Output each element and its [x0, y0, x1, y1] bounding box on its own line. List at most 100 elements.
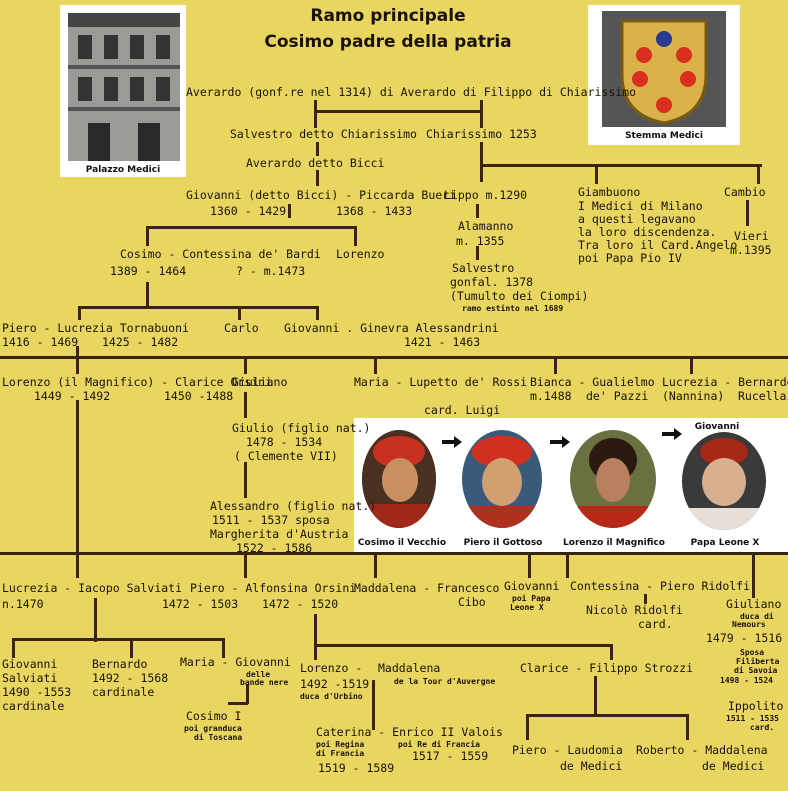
node-piero-alfonsina: Piero - Alfonsina Orsini: [190, 582, 356, 595]
node-filiberta-dates: 1498 - 1524: [720, 676, 773, 685]
edge: [595, 164, 598, 184]
edge: [12, 638, 224, 641]
edge: [752, 552, 755, 598]
node-lorenzo-old: Lorenzo: [336, 248, 384, 261]
node-giambuono: Giambuono: [578, 186, 640, 199]
node-giuliano2: Giuliano: [726, 598, 781, 611]
node-giulio-dates: 1478 - 1534: [246, 436, 322, 449]
node-giovanni-bicci: Giovanni (detto Bicci) - Piccarda Bueri: [186, 189, 456, 202]
portrait-cosimo-il-vecchio: [362, 430, 436, 528]
edge: [316, 170, 319, 186]
node-nannina: (Nannina): [662, 390, 724, 403]
node-bianca-dates: m.1488: [530, 390, 572, 403]
portrait-caption-leone: Papa Leone X: [680, 538, 770, 548]
node-giulio: Giulio (figlio nat.): [232, 422, 370, 435]
node-poi-papa: poi Papa: [512, 594, 551, 603]
node-nemours: Nemours: [732, 620, 766, 629]
title-line-1: Ramo principale: [218, 6, 558, 26]
portrait-lorenzo-il-magnifico: [570, 430, 656, 528]
node-alamanno-dates: m. 1355: [456, 235, 504, 248]
node-leone-x: Leone X: [510, 603, 544, 612]
edge: [0, 552, 788, 555]
node-cardinale: cardinale: [92, 686, 154, 699]
node-lucrezia-dates: 1425 - 1482: [102, 336, 178, 349]
edge: [526, 714, 529, 740]
edge: [314, 110, 483, 113]
node-lucrezia-dates2: n.1470: [2, 598, 44, 611]
stemma-medici-image: Stemma Medici: [588, 5, 740, 145]
node-nicolo-card: card.: [638, 618, 673, 631]
palazzo-drawing: [60, 5, 186, 177]
node-salvestro2-note: gonfal. 1378: [450, 276, 533, 289]
node-salviati: Salviati: [2, 672, 57, 685]
node-maddalena-tour: Maddalena: [378, 662, 440, 675]
node-piero-laudomia: Piero - Laudomia: [512, 744, 623, 757]
edge: [690, 356, 693, 374]
node-caterina-dates: 1519 - 1589: [318, 762, 394, 775]
portraits-panel: Giovanni Cosimo il Vecchio Piero il Gott…: [354, 418, 788, 554]
edge: [244, 462, 247, 498]
edge: [0, 356, 788, 359]
edge: [526, 714, 688, 717]
node-poi-regina: poi Regina: [316, 740, 364, 749]
node-piero-dates: 1416 - 1469: [2, 336, 78, 349]
node-salvestro2: Salvestro: [452, 262, 514, 275]
node-salvestro: Salvestro detto Chiarissimo: [230, 128, 417, 141]
portrait-caption-cosimo: Cosimo il Vecchio: [354, 538, 450, 548]
edge: [480, 164, 762, 167]
node-lorenzo-dates: 1449 - 1492: [34, 390, 110, 403]
edge: [244, 356, 247, 374]
node-chiarissimo: Chiarissimo 1253: [426, 128, 537, 141]
edge: [374, 356, 377, 374]
edge: [12, 638, 15, 658]
node-alessandro: Alessandro (figlio nat.): [210, 500, 376, 513]
node-piccarda-dates: 1368 - 1433: [336, 205, 412, 218]
node-alfonsina-dates: 1472 - 1520: [262, 598, 338, 611]
edge: [554, 356, 557, 374]
edge: [146, 226, 356, 229]
node-ippolito: Ippolito: [728, 700, 783, 713]
node-maria-lupetto: Maria - Lupetto de' Rossi: [354, 376, 527, 389]
node-piero-alfonsina-dates: 1472 - 1503: [162, 598, 238, 611]
edge: [528, 552, 531, 578]
edge: [76, 400, 79, 554]
node-alamanno: Alamanno: [458, 220, 513, 233]
edge: [314, 614, 317, 646]
node-giovanni-ginevra: Giovanni . Ginevra Alessandrini: [284, 322, 499, 335]
edge: [246, 684, 249, 704]
edge: [354, 226, 357, 246]
node-maria-giovanni: Maria - Giovanni: [180, 656, 291, 669]
edge: [686, 714, 689, 740]
node-giovanni-salviati: Giovanni: [2, 658, 57, 671]
edge: [314, 644, 317, 660]
edge: [94, 598, 97, 642]
node-rucellai: Rucellai: [738, 390, 788, 403]
node-salviati-dates: 1490 -1553: [2, 686, 71, 699]
node-clemente: ( Clemente VII): [234, 450, 338, 463]
edge: [314, 644, 612, 647]
node-cosimo-dates: 1389 - 1464: [110, 265, 186, 278]
node-lucrezia-iacopo: Lucrezia - Iacopo Salviati: [2, 582, 182, 595]
node-roberto-maddalena: Roberto - Maddalena: [636, 744, 768, 757]
portrait-caption-giovanni: Giovanni: [672, 422, 762, 432]
node-giovanni-ginevra-dates: 1421 - 1463: [404, 336, 480, 349]
node-filiberta: Filiberta: [736, 657, 779, 666]
node-toscana: di Toscana: [194, 733, 242, 742]
node-giovanni-leone: Giovanni: [504, 580, 559, 593]
node-giovanni-bicci-dates: 1360 - 1429: [210, 205, 286, 218]
node-vieri-dates: m.1395: [730, 244, 772, 257]
edge: [480, 142, 483, 182]
node-poi-re: poi Re di Francia: [398, 740, 480, 749]
edge: [314, 100, 317, 128]
coat-of-arms-icon: [588, 5, 740, 145]
node-de-medici: de Medici: [560, 760, 622, 773]
edge: [374, 552, 377, 578]
title-line-2: Cosimo padre della patria: [218, 32, 558, 52]
node-ippolito-card: card.: [750, 723, 774, 732]
edge: [78, 306, 81, 320]
node-ramo-estinto: ramo estinto nel 1689: [462, 304, 563, 313]
node-cosimo: Cosimo - Contessina de' Bardi: [120, 248, 321, 261]
edge: [476, 246, 479, 260]
node-averardo: Averardo (gonf.re nel 1314) di Averardo …: [186, 86, 636, 99]
node-clarice-filippo: Clarice - Filippo Strozzi: [520, 662, 693, 675]
